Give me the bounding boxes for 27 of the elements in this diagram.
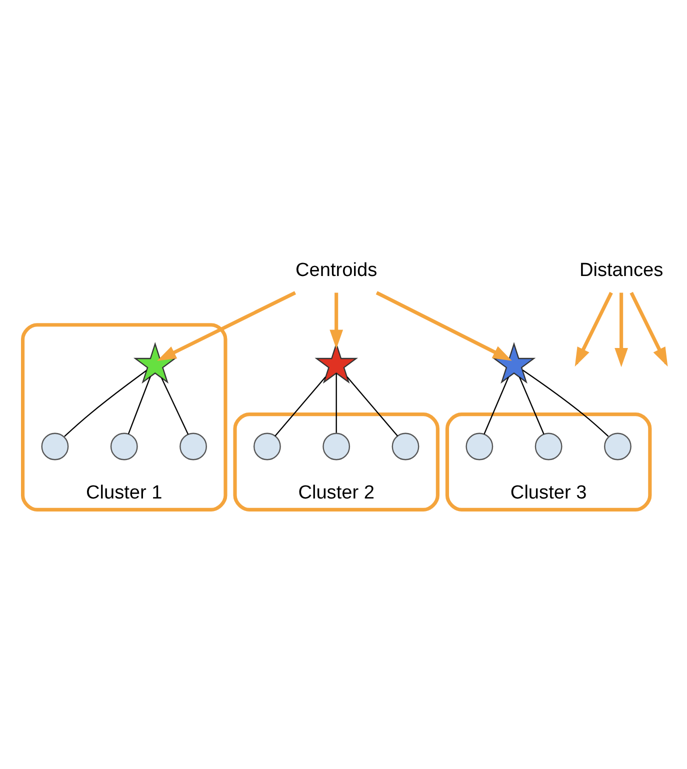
node-circle — [392, 432, 420, 460]
connector — [128, 376, 151, 434]
node-circle — [534, 432, 562, 460]
node-text: Centroids — [296, 260, 378, 281]
arrow — [614, 292, 628, 368]
node-circle — [180, 432, 207, 460]
arrow — [330, 292, 344, 349]
node-circle — [253, 432, 281, 460]
node-circle — [41, 432, 69, 460]
arrow — [376, 291, 512, 361]
node-text: Distances — [579, 260, 664, 281]
connector — [346, 376, 398, 436]
arrow — [157, 291, 296, 361]
connector — [161, 378, 189, 435]
cluster: Cluster 1 — [20, 323, 228, 512]
connector — [484, 377, 509, 434]
connector — [336, 373, 337, 433]
connector — [519, 377, 544, 434]
connector — [522, 370, 609, 437]
node-circle — [110, 432, 138, 460]
cluster: Cluster 2 — [233, 412, 440, 512]
connector — [64, 370, 147, 437]
node-circle — [322, 432, 350, 460]
cluster: Cluster 3 — [445, 412, 652, 512]
node-circle — [604, 432, 632, 460]
connector — [274, 376, 326, 436]
node-circle — [466, 432, 494, 460]
